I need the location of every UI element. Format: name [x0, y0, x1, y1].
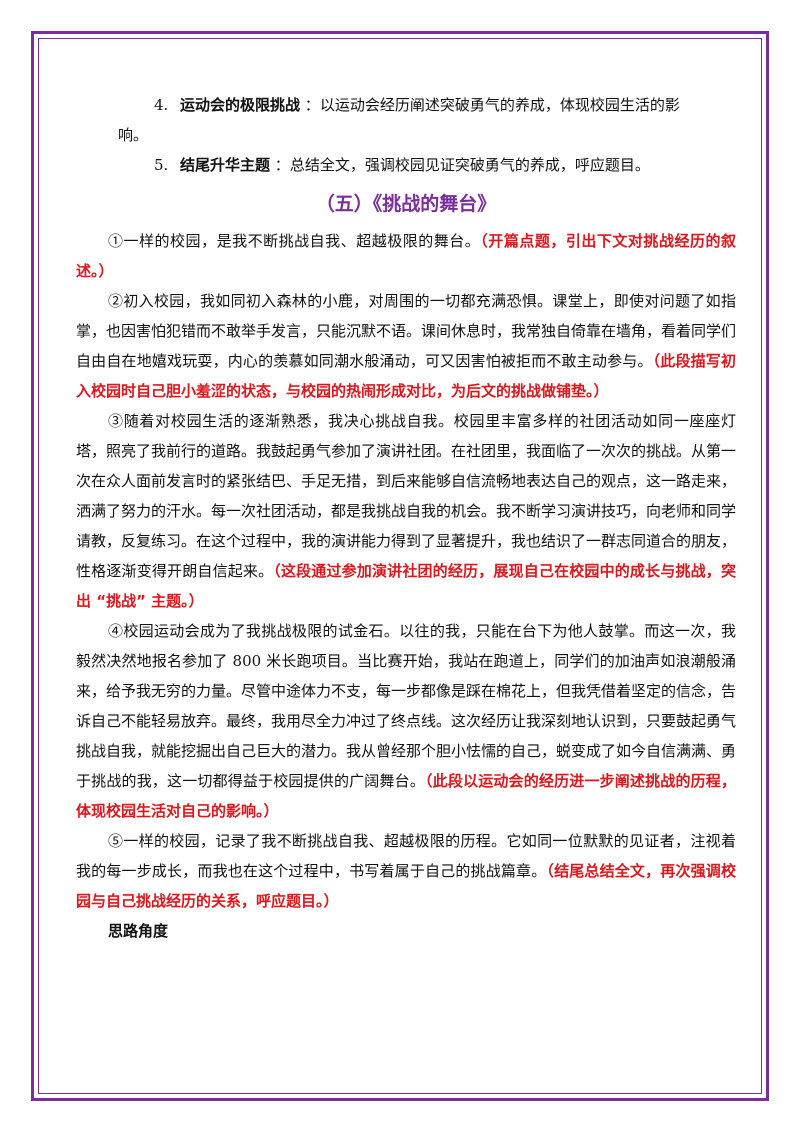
- annotation-note: （开篇点题，引出下文对挑战经历的叙述。）: [76, 232, 736, 280]
- page-border-inner: [38, 38, 762, 1094]
- section-heading-thinking-angle: 思路角度: [108, 922, 169, 940]
- outline-item-4: 4. 运动会的极限挑战 ：以运动会经历阐述突破勇气的养成，体现校园生活的影 响。: [76, 90, 736, 150]
- paragraph-4: ④校园运动会成为了我挑战极限的试金石。以往的我，只能在台下为他人鼓掌。而这一次，…: [76, 616, 736, 826]
- paragraph-text: ①一样的校园，是我不断挑战自我、超越极限的舞台。: [108, 232, 481, 250]
- page-border-outer: [31, 31, 769, 1101]
- paragraph-5: ⑤一样的校园，记录了我不断挑战自我、超越极限的历程。它如同一位默默的见证者，注视…: [76, 826, 736, 916]
- outline-title: 结尾升华主题: [180, 156, 271, 174]
- outline-text: 以运动会经历阐述突破勇气的养成，体现校园生活的影: [319, 96, 680, 114]
- annotation-note: （此段以运动会的经历进一步阐述挑战的历程，体现校园生活对自己的影响。）: [76, 772, 736, 820]
- outline-text-continued: 响。: [118, 126, 149, 144]
- annotation-note: （这段通过参加演讲社团的经历，展现自己在校园中的成长与挑战，突出 “挑战” 主题…: [76, 562, 736, 610]
- outline-text: 总结全文，强调校园见证突破勇气的养成，呼应题目。: [289, 156, 650, 174]
- paragraph-text: ②初入校园，我如同初入森林的小鹿，对周围的一切都充满恐惧。课堂上，即使对问题了如…: [76, 292, 737, 370]
- paragraph-2: ②初入校园，我如同初入森林的小鹿，对周围的一切都充满恐惧。课堂上，即使对问题了如…: [76, 286, 736, 406]
- outline-item-5: 5. 结尾升华主题 ：总结全文，强调校园见证突破勇气的养成，呼应题目。: [76, 150, 736, 180]
- paragraph-text: ③随着对校园生活的逐渐熟悉，我决心挑战自我。校园里丰富多样的社团活动如同一座座灯…: [76, 412, 737, 580]
- outline-separator: ：: [304, 96, 320, 114]
- outline-number: 4.: [154, 96, 169, 114]
- outline-number: 5.: [154, 156, 169, 174]
- outline-title: 运动会的极限挑战: [180, 96, 301, 114]
- document-body: 4.运动会的极限挑战 ：以运动会经历阐述突破勇气的养成，体现校园生活的影 响。 …: [76, 90, 736, 946]
- paragraph-3: ③随着对校园生活的逐渐熟悉，我决心挑战自我。校园里丰富多样的社团活动如同一座座灯…: [76, 406, 736, 616]
- paragraph-text: ⑤一样的校园，记录了我不断挑战自我、超越极限的历程。它如同一位默默的见证者，注视…: [76, 832, 736, 880]
- paragraph-text: ④校园运动会成为了我挑战极限的试金石。以往的我，只能在台下为他人鼓掌。而这一次，…: [76, 622, 737, 790]
- annotation-note: （结尾总结全文，再次强调校园与自己挑战经历的关系，呼应题目。）: [76, 862, 736, 910]
- annotation-note: （此段描写初入校园时自己胆小羞涩的状态，与校园的热闹形成对比，为后文的挑战做铺垫…: [76, 352, 736, 400]
- outline-separator: ：: [274, 156, 290, 174]
- paragraph-1: ①一样的校园，是我不断挑战自我、超越极限的舞台。（开篇点题，引出下文对挑战经历的…: [76, 226, 736, 286]
- essay-title: （五）《挑战的舞台》: [315, 193, 497, 215]
